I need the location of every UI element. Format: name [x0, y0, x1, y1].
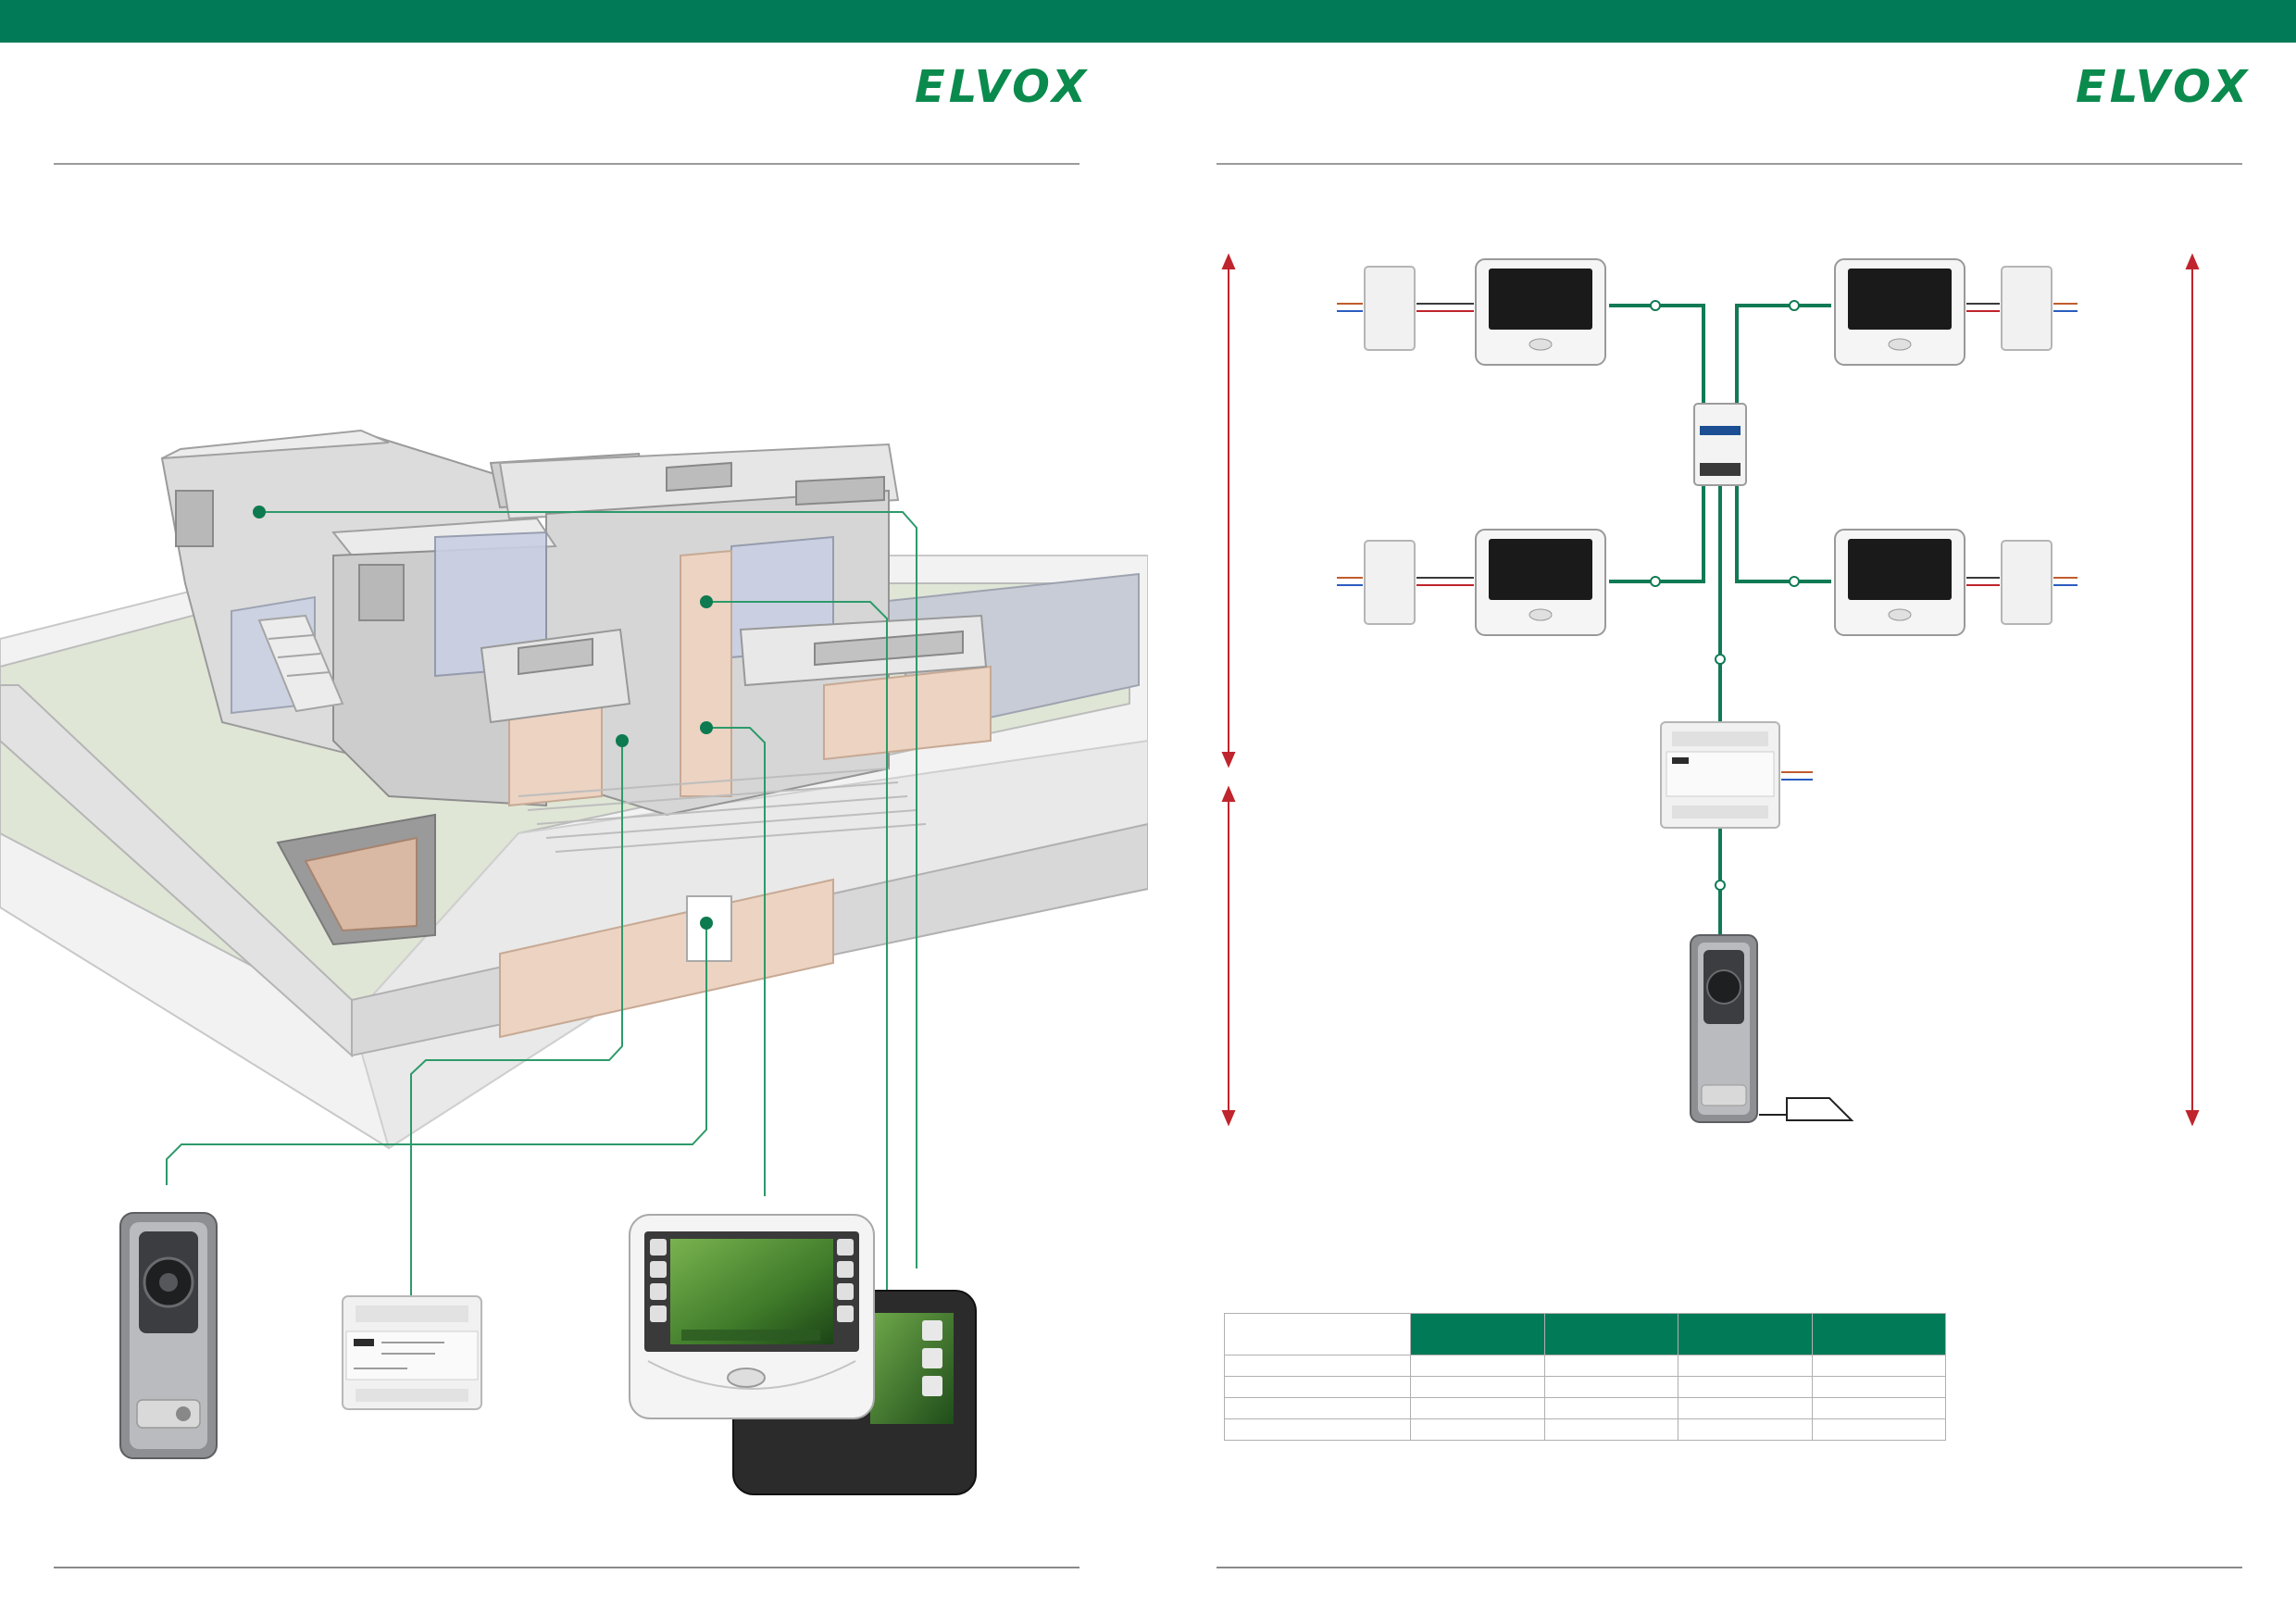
monitor-top-left: [1475, 258, 1606, 366]
main-power-supply: [1660, 721, 1780, 829]
table-header-cell: [1678, 1313, 1813, 1355]
footer-rule-right: [1217, 1567, 2242, 1568]
table-header-row: [1224, 1313, 1946, 1355]
door-panel-diagram: [1690, 934, 1758, 1123]
distance-arrows: [1221, 253, 2200, 1127]
table-cell: [1678, 1397, 1813, 1419]
table-cell: [1224, 1355, 1411, 1377]
table-header-cell: [1224, 1313, 1411, 1355]
header-rule-left: [54, 163, 1079, 165]
header-rule-right: [1217, 163, 2242, 165]
table-cell: [1410, 1418, 1545, 1441]
table-cell: [1410, 1397, 1545, 1419]
elvox-logo-right: ELVOX: [2076, 61, 2252, 113]
video-monitor-white: [629, 1214, 875, 1419]
table-cell: [1543, 1376, 1678, 1398]
table-cell: [1811, 1418, 1946, 1441]
monitor-bottom-left: [1475, 529, 1606, 636]
table-cell: [1224, 1397, 1411, 1419]
connection-lines: [166, 511, 917, 1296]
table-cell: [1543, 1418, 1678, 1441]
table-row: [1224, 1397, 1946, 1419]
table-cell: [1410, 1355, 1545, 1377]
wiring-diagram: [1221, 253, 2200, 1127]
table-row: [1224, 1418, 1946, 1441]
table-cell: [1811, 1355, 1946, 1377]
table-cell: [1224, 1418, 1411, 1441]
house-illustration: [0, 429, 1148, 1495]
monitor-top-right: [1834, 258, 1965, 366]
table-cell: [1543, 1355, 1678, 1377]
table-cell: [1811, 1376, 1946, 1398]
table-header-cell: [1543, 1313, 1678, 1355]
table-header-cell: [1811, 1313, 1946, 1355]
elvox-logo-left: ELVOX: [915, 61, 1091, 113]
bus-lines: [1609, 304, 1831, 935]
local-supplies: [1364, 266, 2053, 625]
spec-table: [1224, 1313, 1946, 1441]
bus-distributor: [1693, 403, 1747, 486]
table-row: [1224, 1376, 1946, 1398]
table-cell: [1811, 1397, 1946, 1419]
table-cell: [1678, 1376, 1813, 1398]
table-row: [1224, 1355, 1946, 1377]
door-entry-panel: [119, 1212, 218, 1459]
table-cell: [1224, 1376, 1411, 1398]
footer-rule-left: [54, 1567, 1079, 1568]
table-header-cell: [1410, 1313, 1545, 1355]
electric-lock: [1759, 1097, 1854, 1121]
monitor-bottom-right: [1834, 529, 1965, 636]
power-supply-unit: [342, 1295, 482, 1410]
top-green-bar: [0, 0, 2296, 43]
table-cell: [1543, 1397, 1678, 1419]
table-cell: [1410, 1376, 1545, 1398]
table-cell: [1678, 1418, 1813, 1441]
table-cell: [1678, 1355, 1813, 1377]
